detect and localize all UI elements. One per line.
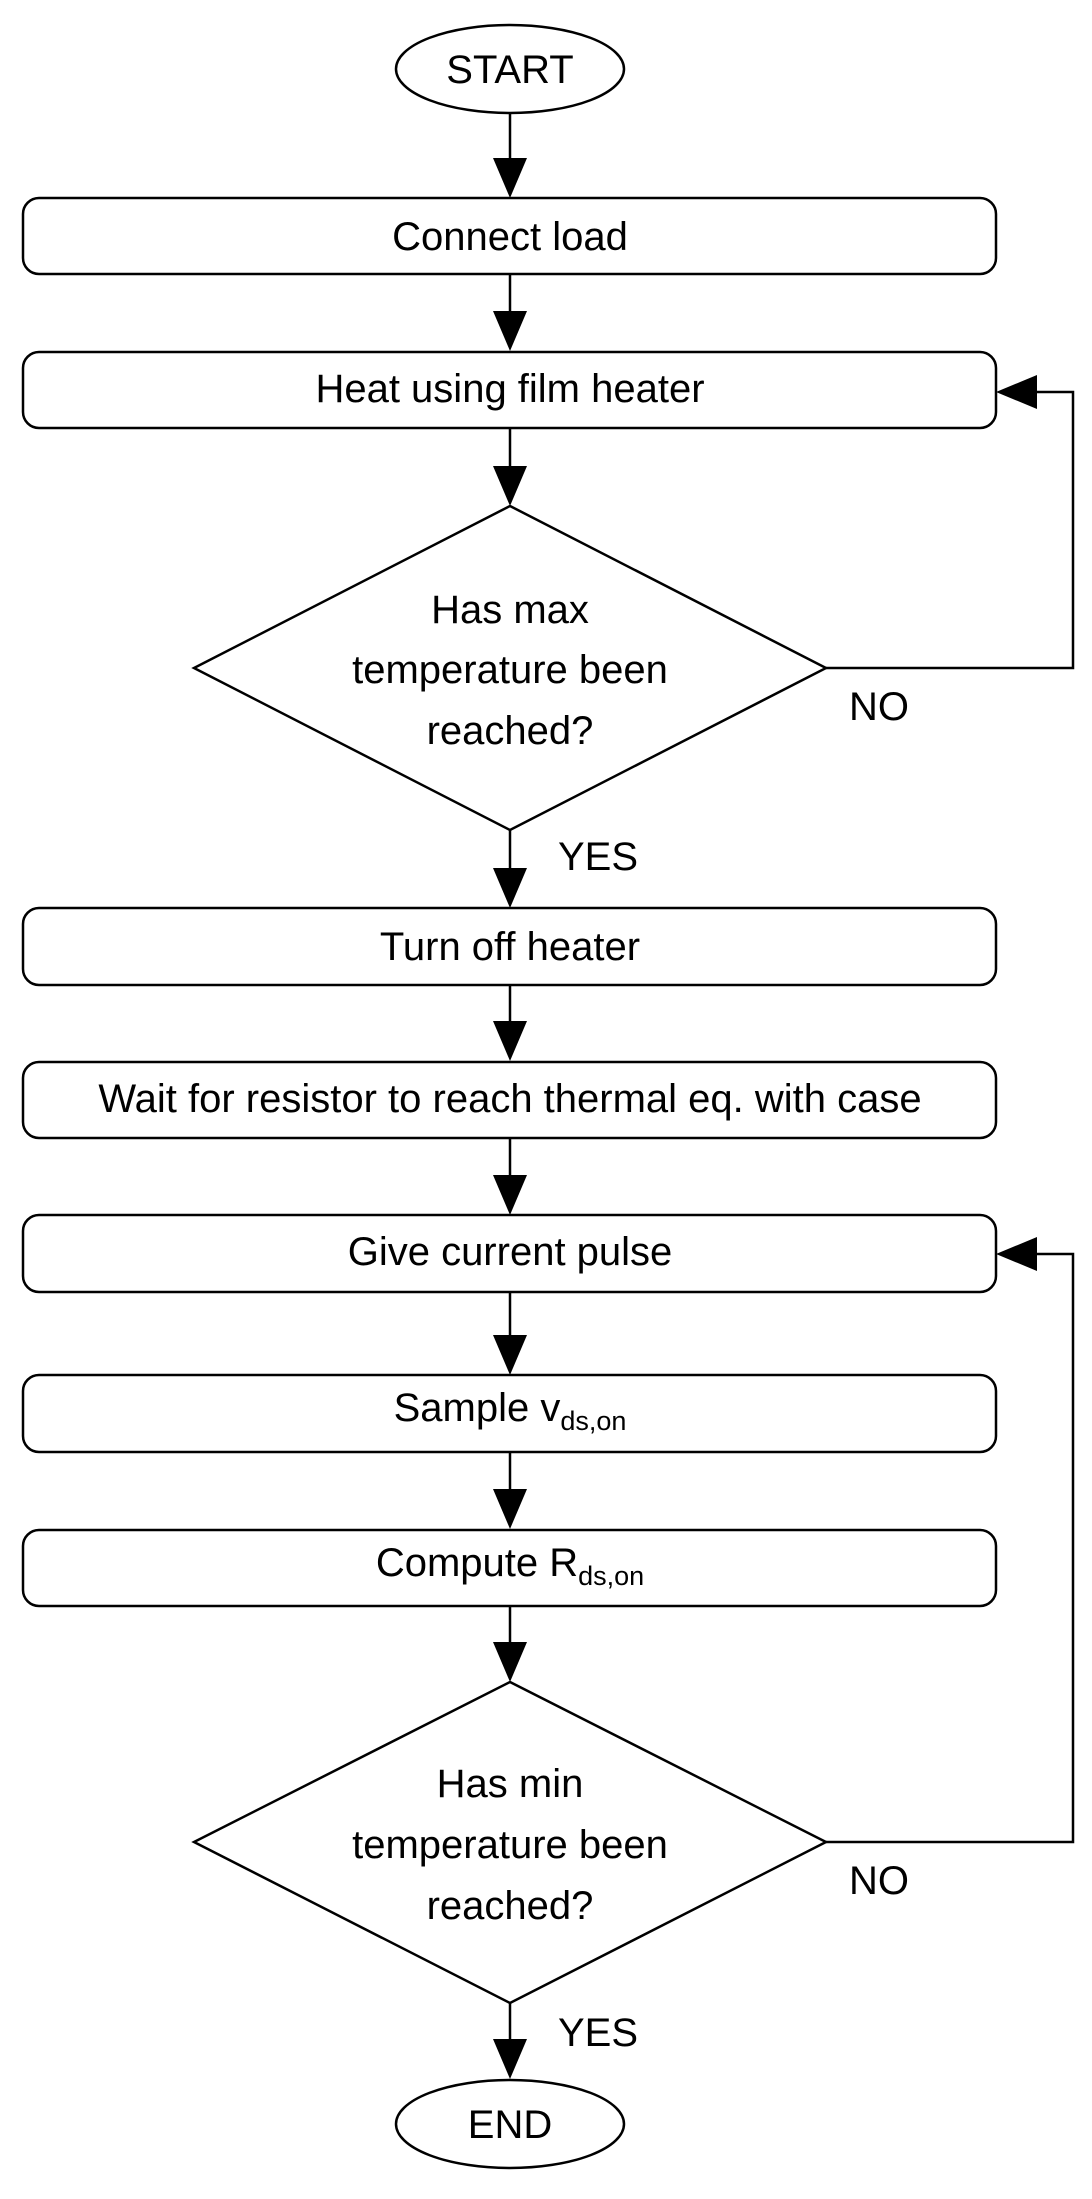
end-terminal — [394, 2078, 626, 2170]
arrowhead-decision-max — [493, 466, 527, 506]
step-pulse: Give current pulse — [21, 1213, 998, 1294]
arrowhead-connect — [493, 158, 527, 198]
arrowhead-heat — [493, 311, 527, 351]
decision-min-yes-label: YES — [558, 2011, 638, 2055]
end-label: END — [468, 2103, 552, 2147]
decision-min-temp: Has min temperature been reached? NO YES — [191, 1680, 909, 2055]
arrowhead-pulse — [493, 1175, 527, 1215]
start-label: START — [446, 48, 573, 92]
decision-max-diamond — [191, 504, 829, 832]
decision-min-line-1: Has min — [437, 1762, 584, 1806]
sample-label: Sample vds,on — [394, 1386, 627, 1436]
decision-min-line-2: temperature been — [352, 1823, 668, 1867]
decision-max-line-1: Has max — [431, 588, 589, 632]
decision-min-no-label: NO — [849, 1859, 909, 1903]
wait-box — [21, 1060, 998, 1140]
pulse-box — [21, 1213, 998, 1294]
decision-min-diamond — [191, 1680, 829, 2005]
arrowhead-decision-min — [493, 1642, 527, 1682]
decision-max-temp: Has max temperature been reached? NO YES — [191, 504, 909, 879]
step-wait: Wait for resistor to reach thermal eq. w… — [21, 1060, 998, 1140]
turn-off-box — [21, 906, 998, 987]
step-connect-load: Connect load — [21, 196, 998, 276]
sample-label-subscript: ds,on — [560, 1406, 626, 1436]
arrowhead-heat-loop — [996, 375, 1037, 409]
step-compute: Compute Rds,on — [21, 1528, 998, 1608]
compute-box — [21, 1528, 998, 1608]
step-sample: Sample vds,on — [21, 1373, 998, 1454]
start-node: START — [394, 23, 626, 115]
connectors — [493, 113, 1075, 2079]
turn-off-label: Turn off heater — [380, 925, 640, 969]
decision-max-no-label: NO — [849, 685, 909, 729]
connect-load-box — [21, 196, 998, 276]
compute-label-subscript: ds,on — [578, 1561, 644, 1591]
connector-decision-min-no-loop — [826, 1252, 1075, 1844]
compute-label-main: Compute R — [376, 1541, 578, 1585]
wait-label: Wait for resistor to reach thermal eq. w… — [98, 1077, 921, 1121]
compute-label: Compute Rds,on — [376, 1541, 644, 1591]
sample-box — [21, 1373, 998, 1454]
decision-max-line-2: temperature been — [352, 648, 668, 692]
decision-max-yes-label: YES — [558, 835, 638, 879]
start-terminal — [394, 23, 626, 115]
connector-decision-max-no-loop — [826, 390, 1075, 670]
decision-max-line-3: reached? — [427, 709, 594, 753]
connect-load-label: Connect load — [392, 215, 628, 259]
sample-label-main: Sample v — [394, 1386, 561, 1430]
decision-min-line-3: reached? — [427, 1884, 594, 1928]
arrowhead-end — [493, 2039, 527, 2079]
arrowhead-wait — [493, 1021, 527, 1061]
arrowhead-pulse-loop — [996, 1237, 1037, 1271]
step-heat: Heat using film heater — [21, 350, 998, 430]
arrowhead-compute — [493, 1489, 527, 1529]
arrowhead-sample — [493, 1335, 527, 1375]
arrowhead-turn-off — [493, 868, 527, 908]
pulse-label: Give current pulse — [348, 1230, 673, 1274]
end-node: END — [394, 2078, 626, 2170]
heat-label: Heat using film heater — [315, 367, 704, 411]
heat-box — [21, 350, 998, 430]
step-turn-off: Turn off heater — [21, 906, 998, 987]
